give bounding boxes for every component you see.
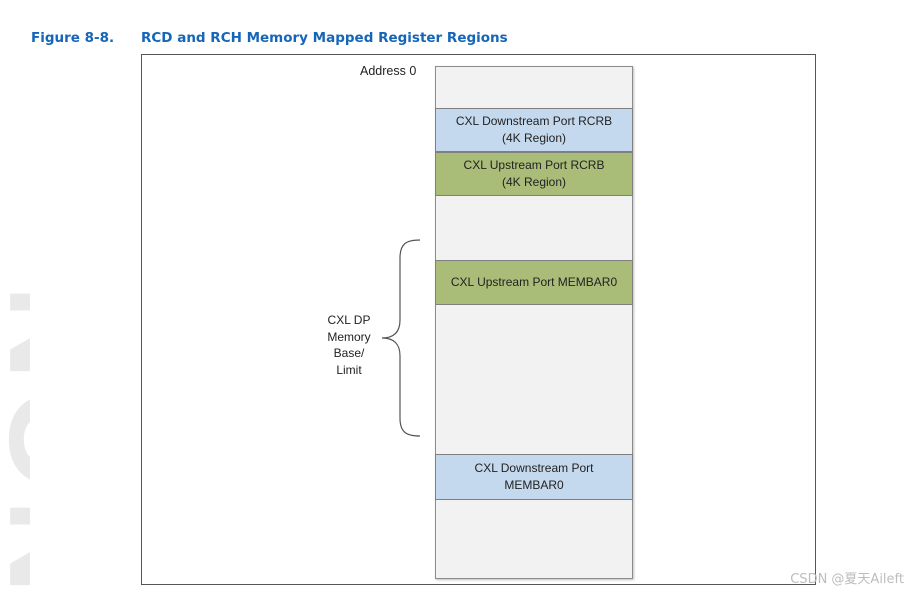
credit-watermark: CSDN @夏天Aileft bbox=[790, 572, 904, 587]
memory-base-limit-label: CXL DP Memory Base/ Limit bbox=[327, 313, 371, 377]
side-watermark: NON-CO bbox=[0, 224, 30, 594]
figure-caption: Figure 8-8. RCD and RCH Memory Mapped Re… bbox=[31, 30, 508, 46]
memory-base-limit-brace bbox=[381, 239, 421, 437]
downstream-port-rcrb-region: CXL Downstream Port RCRB (4K Region) bbox=[435, 108, 633, 152]
figure-label: Figure 8-8. bbox=[31, 30, 115, 46]
downstream-port-membar0-region: CXL Downstream Port MEMBAR0 bbox=[435, 454, 633, 500]
figure-title: RCD and RCH Memory Mapped Register Regio… bbox=[141, 30, 508, 46]
address-zero-label: Address 0 bbox=[360, 64, 417, 78]
upstream-port-rcrb-region: CXL Upstream Port RCRB (4K Region) bbox=[435, 152, 633, 196]
upstream-port-membar0-region: CXL Upstream Port MEMBAR0 bbox=[435, 260, 633, 305]
